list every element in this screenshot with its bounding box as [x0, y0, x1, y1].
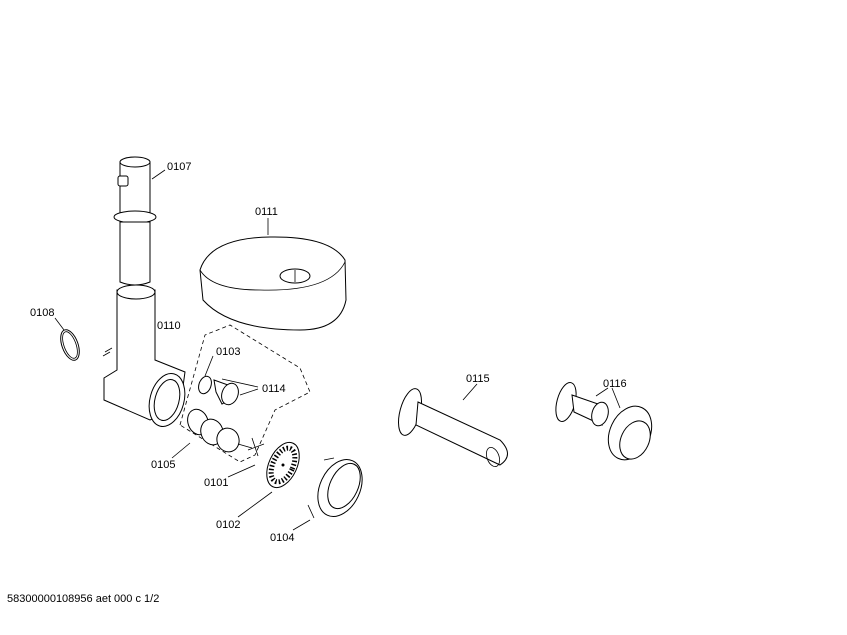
label-0101: 0101 — [204, 477, 228, 489]
label-0107: 0107 — [167, 161, 191, 173]
label-0110: 0110 — [157, 320, 181, 332]
label-0103: 0103 — [216, 346, 240, 358]
label-0116: 0116 — [603, 378, 627, 390]
part-0101-knife[interactable] — [247, 437, 265, 457]
leader-lines — [54, 169, 621, 531]
part-0108-ring[interactable] — [57, 327, 83, 363]
part-0107-pusher[interactable] — [113, 156, 157, 286]
part-0115-sausage-attachment[interactable] — [394, 386, 508, 468]
label-0111: 0111 — [255, 206, 278, 218]
label-0105: 0105 — [151, 459, 175, 471]
part-0116-attachment[interactable] — [552, 380, 660, 466]
label-0115: 0115 — [466, 373, 490, 385]
label-0104: 0104 — [270, 532, 294, 544]
document-id-footer: 58300000108956 aet 000 c 1/2 — [7, 593, 160, 605]
label-0108: 0108 — [30, 307, 54, 319]
part-0102-perforated-plate[interactable] — [260, 437, 306, 492]
part-0114-bushing[interactable] — [213, 379, 241, 407]
label-0114: 0114 — [262, 383, 286, 395]
part-0104-ring-nut[interactable] — [307, 452, 371, 523]
part-0103-seal[interactable] — [196, 374, 213, 395]
part-0110-housing[interactable] — [102, 284, 190, 430]
part-0105-worm[interactable] — [184, 406, 253, 455]
label-0102: 0102 — [216, 519, 240, 531]
part-0111-tray[interactable] — [199, 236, 347, 331]
